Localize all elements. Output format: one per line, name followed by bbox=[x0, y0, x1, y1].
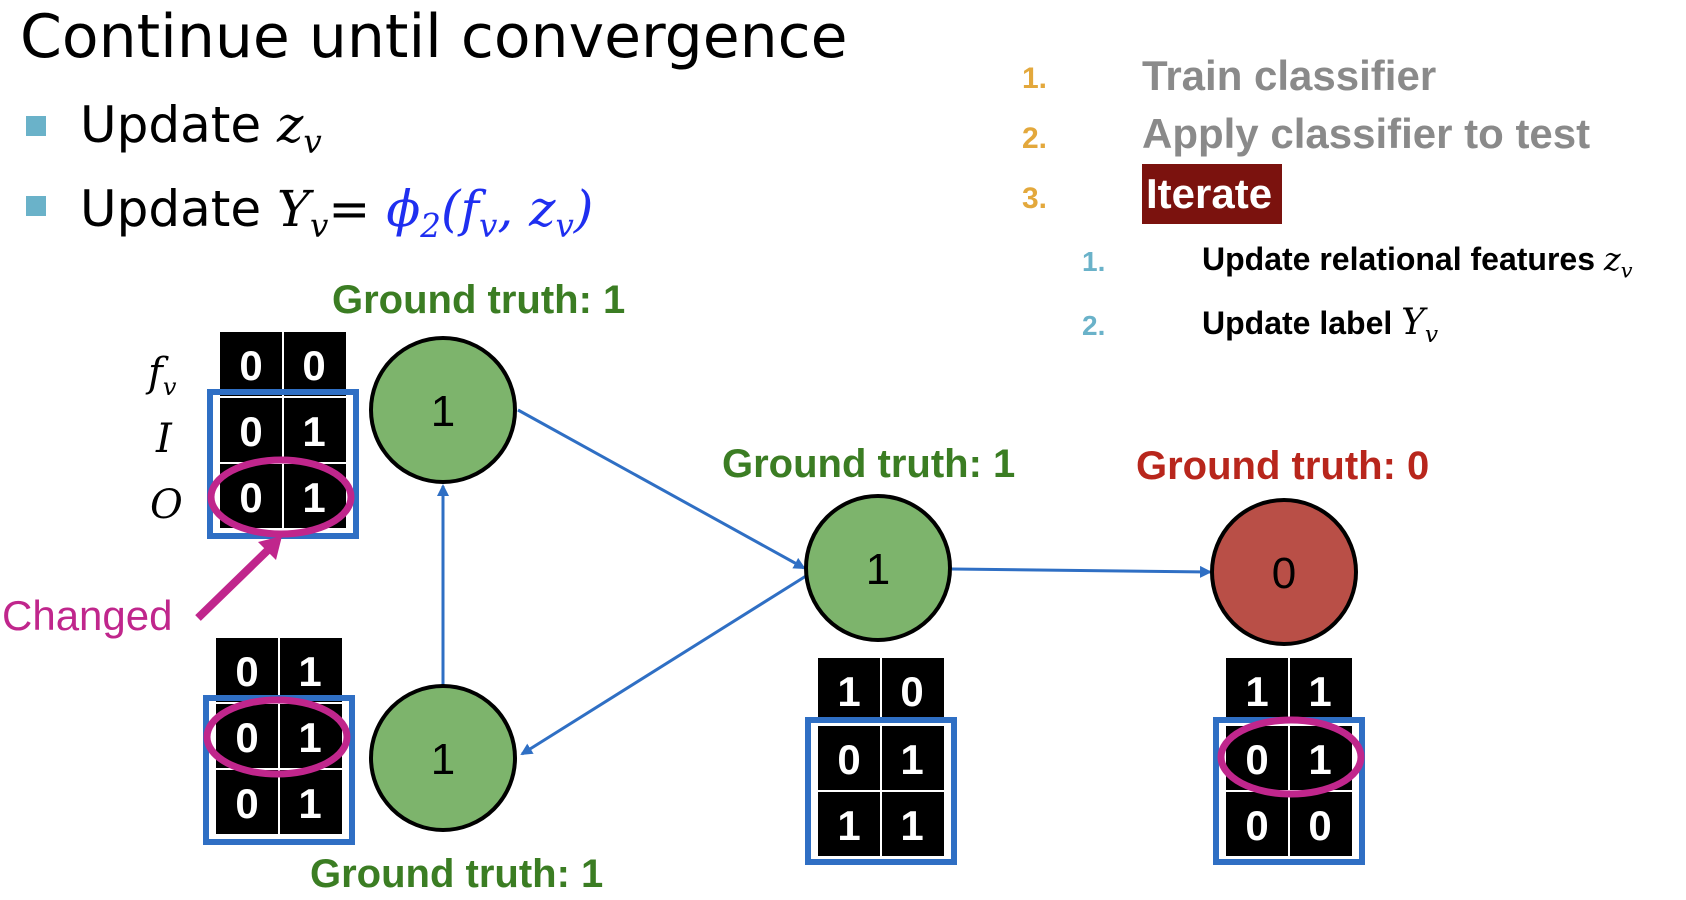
node-a: 1 bbox=[369, 336, 517, 484]
step-2-number: 2. bbox=[1022, 122, 1048, 155]
table-c-cell: 1 bbox=[837, 802, 860, 849]
feature-table-c: 1 0 0 1 1 1 bbox=[805, 658, 957, 865]
table-b-change-circle bbox=[203, 696, 351, 778]
ground-truth-node-b: Ground truth: 1 bbox=[310, 852, 604, 896]
table-a-cell: 1 bbox=[302, 408, 325, 455]
node-c: 1 bbox=[804, 494, 952, 642]
table-d-cell: 1 bbox=[1308, 668, 1331, 715]
substep-1-text: Update relational features zv bbox=[1202, 240, 1633, 283]
feature-table-a: 0 0 0 1 0 1 bbox=[207, 332, 359, 539]
node-d-circle bbox=[1210, 498, 1358, 646]
node-a-circle bbox=[369, 336, 517, 484]
bullet-marker-1 bbox=[26, 116, 46, 136]
bullet-2-lhs: Yv bbox=[276, 180, 329, 245]
node-d-label: 0 bbox=[1272, 549, 1296, 598]
step-1-text: Train classifier bbox=[1142, 52, 1437, 99]
node-c-circle bbox=[804, 494, 952, 642]
table-a-change-circle bbox=[207, 456, 355, 538]
table-b-cell: 1 bbox=[298, 780, 321, 827]
table-c-highlight-box bbox=[805, 717, 957, 865]
table-c-cell: 0 bbox=[837, 736, 860, 783]
bullet-2-rhs: ϕ2(fv, zv) bbox=[386, 180, 594, 245]
table-a-cell: 0 bbox=[239, 408, 262, 455]
table-b-cell: 0 bbox=[235, 648, 258, 695]
table-d-cell: 0 bbox=[1245, 802, 1268, 849]
node-b: 1 bbox=[369, 684, 517, 832]
row-label-o: O bbox=[150, 482, 183, 528]
table-a-cell: 1 bbox=[302, 474, 325, 521]
ground-truth-node-c: Ground truth: 1 bbox=[722, 442, 1016, 486]
node-a-label: 1 bbox=[431, 387, 455, 436]
feature-table-b: 0 1 0 1 0 1 bbox=[203, 638, 355, 845]
table-c-cell: 1 bbox=[900, 802, 923, 849]
edge-c-to-d bbox=[951, 565, 1212, 578]
bullet-2-eq: = bbox=[328, 180, 371, 238]
table-b-cell: 0 bbox=[235, 780, 258, 827]
step-3-text: Iterate bbox=[1146, 170, 1273, 217]
node-c-label: 1 bbox=[866, 545, 890, 594]
bullet-update-y: Update Yv= ϕ2(fv, zv) bbox=[80, 180, 593, 245]
feature-table-d: 1 1 0 1 0 0 bbox=[1213, 658, 1365, 865]
table-d-cell: 1 bbox=[1308, 736, 1331, 783]
row-label-f: fv bbox=[148, 350, 177, 401]
ground-truth-node-a: Ground truth: 1 bbox=[332, 278, 626, 322]
changed-label: Changed bbox=[2, 592, 173, 639]
ground-truth-node-d: Ground truth: 0 bbox=[1136, 444, 1430, 488]
table-b-cell: 1 bbox=[298, 714, 321, 761]
table-a-cell: 0 bbox=[239, 342, 262, 389]
table-b-cell: 1 bbox=[298, 648, 321, 695]
changed-arrow-line bbox=[195, 547, 271, 621]
table-d-change-circle bbox=[1217, 716, 1365, 798]
table-d-cell: 0 bbox=[1245, 736, 1268, 783]
node-b-circle bbox=[369, 684, 517, 832]
table-d-cell: 0 bbox=[1308, 802, 1331, 849]
iterate-highlight bbox=[1142, 164, 1282, 224]
substep-2-number: 2. bbox=[1082, 310, 1106, 341]
bullet-1-text: Update bbox=[80, 96, 277, 154]
edge-c-to-b bbox=[520, 574, 807, 756]
table-b-cell: 0 bbox=[235, 714, 258, 761]
changed-arrow-head bbox=[258, 536, 282, 560]
table-c-cell: 0 bbox=[900, 668, 923, 715]
table-c-cell: 1 bbox=[900, 736, 923, 783]
table-a-cell: 0 bbox=[302, 342, 325, 389]
step-3-number: 3. bbox=[1022, 182, 1048, 215]
bullet-update-z: Update zv bbox=[80, 96, 322, 161]
table-d-cell: 1 bbox=[1245, 668, 1268, 715]
slide-title: Continue until convergence bbox=[20, 2, 848, 72]
bullet-2-text: Update bbox=[80, 180, 277, 238]
step-2-text: Apply classifier to test bbox=[1142, 110, 1591, 157]
bullet-marker-2 bbox=[26, 196, 46, 216]
row-label-i: I bbox=[156, 416, 172, 462]
substep-1-number: 1. bbox=[1082, 246, 1106, 277]
table-c-cell: 1 bbox=[837, 668, 860, 715]
bullet-1-math: zv bbox=[276, 96, 322, 161]
node-d: 0 bbox=[1210, 498, 1358, 646]
node-b-label: 1 bbox=[431, 735, 455, 784]
table-a-cell: 0 bbox=[239, 474, 262, 521]
substep-2-text: Update label Yv bbox=[1202, 302, 1439, 349]
step-1-number: 1. bbox=[1022, 62, 1048, 95]
edge-a-to-c bbox=[517, 408, 806, 570]
